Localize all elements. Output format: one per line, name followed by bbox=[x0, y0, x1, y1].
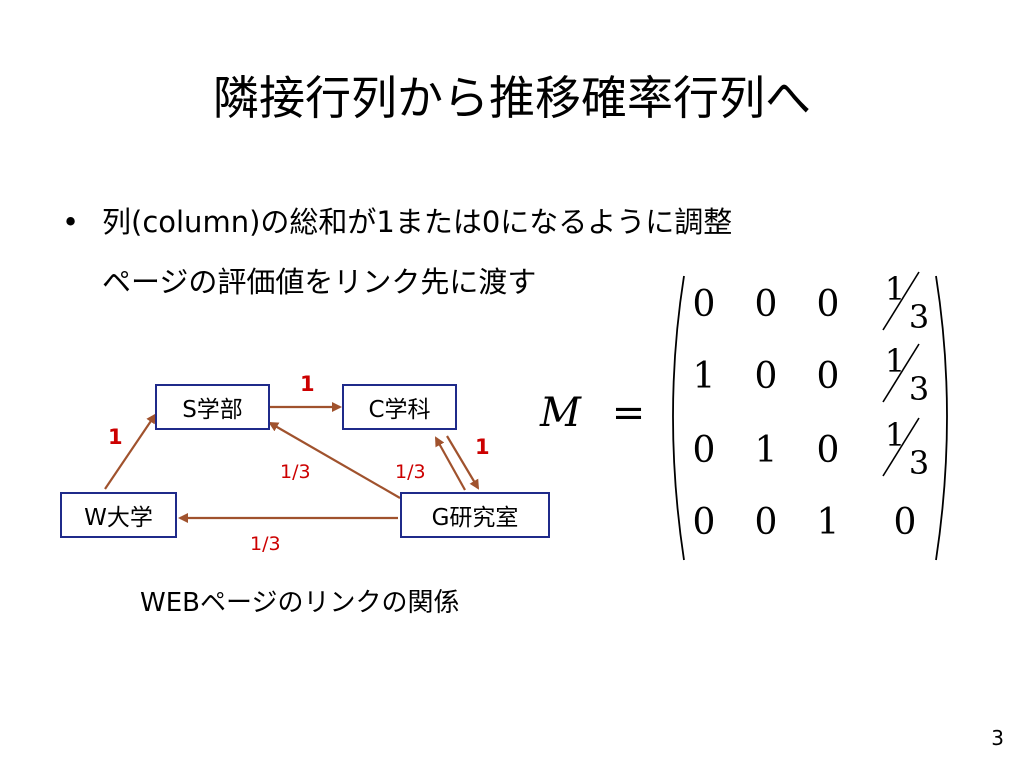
edge-g-to-c bbox=[435, 436, 466, 491]
page-number: 3 bbox=[991, 726, 1004, 750]
fraction-numerator: 1 bbox=[885, 416, 905, 454]
matrix-cell: 13 bbox=[882, 416, 929, 482]
matrix-symbol: M bbox=[540, 390, 581, 436]
fraction-denominator: 3 bbox=[909, 444, 929, 482]
edge-c-to-g bbox=[446, 435, 480, 490]
equals-sign: = bbox=[611, 390, 646, 436]
node-g-lab: G研究室 bbox=[400, 492, 550, 538]
matrix-cell: 13 bbox=[882, 342, 929, 408]
matrix-cell: 0 bbox=[817, 356, 840, 397]
fraction-denominator: 3 bbox=[909, 370, 929, 408]
matrix-label: M = bbox=[540, 390, 645, 436]
fraction-numerator: 1 bbox=[885, 270, 905, 308]
slide-title: 隣接行列から推移確率行列へ bbox=[213, 71, 811, 125]
bullet-text-1: 列(column)の総和が1または0になるように調整 bbox=[102, 205, 733, 239]
fraction-denominator: 3 bbox=[909, 298, 929, 336]
fraction-numerator: 1 bbox=[885, 342, 905, 380]
matrix-cell: 0 bbox=[817, 284, 840, 325]
node-s-faculty: S学部 bbox=[155, 384, 270, 430]
matrix-cell: 0 bbox=[693, 430, 716, 471]
edge-g-to-s bbox=[268, 422, 401, 499]
bullet-text-2: ページの評価値をリンク先に渡す bbox=[102, 265, 537, 299]
fraction-slash bbox=[882, 343, 920, 403]
fraction-slash bbox=[882, 417, 920, 477]
fraction-slash bbox=[882, 271, 920, 331]
bullet-marker: • bbox=[62, 205, 80, 239]
node-c-department: C学科 bbox=[342, 384, 457, 430]
edge-label-g-to-s: 1/3 bbox=[280, 461, 311, 483]
matrix-cell: 0 bbox=[755, 502, 778, 543]
edge-label-s-to-c: 1 bbox=[300, 372, 315, 396]
matrix-cell: 0 bbox=[755, 284, 778, 325]
edge-label-c-to-g: 1 bbox=[475, 435, 490, 459]
matrix-cell: 0 bbox=[693, 284, 716, 325]
edge-label-g-to-w: 1/3 bbox=[250, 533, 281, 555]
graph-caption: WEBページのリンクの関係 bbox=[140, 588, 460, 618]
matrix-right-paren bbox=[935, 275, 948, 561]
matrix-cell: 0 bbox=[693, 502, 716, 543]
matrix-cell: 0 bbox=[894, 502, 917, 543]
matrix-cell: 13 bbox=[882, 270, 929, 336]
matrix-left-paren bbox=[672, 275, 685, 561]
edge-w-to-s bbox=[104, 413, 157, 490]
edge-label-w-to-s: 1 bbox=[108, 425, 123, 449]
node-w-university: W大学 bbox=[60, 492, 177, 538]
edge-label-g-to-c: 1/3 bbox=[395, 461, 426, 483]
matrix-cell: 1 bbox=[693, 356, 716, 397]
matrix-cell: 1 bbox=[755, 430, 778, 471]
matrix-cell: 1 bbox=[817, 502, 840, 543]
matrix-cell: 0 bbox=[755, 356, 778, 397]
matrix-cell: 0 bbox=[817, 430, 840, 471]
